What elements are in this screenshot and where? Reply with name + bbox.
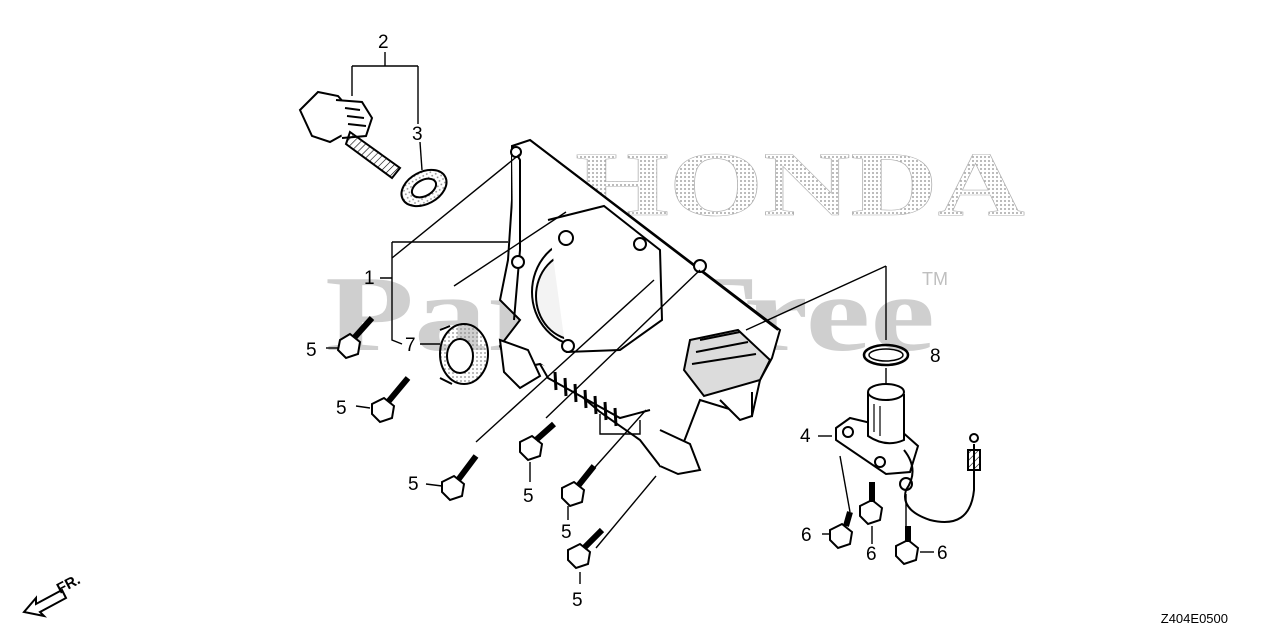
flange-bolt-5e bbox=[561, 464, 597, 508]
flange-bolt-5b bbox=[371, 376, 411, 424]
callout-5-d: 5 bbox=[523, 486, 534, 507]
callout-5-c: 5 bbox=[408, 474, 419, 495]
callout-5-f: 5 bbox=[572, 590, 583, 611]
callout-2: 2 bbox=[378, 32, 389, 53]
flange-bolt-5c bbox=[441, 454, 479, 502]
callout-5-a: 5 bbox=[306, 340, 317, 361]
callout-5-e: 5 bbox=[561, 522, 572, 543]
oil-level-switch-part bbox=[835, 383, 981, 523]
callout-labels: 1 2 3 4 5 5 5 5 5 5 6 6 6 7 8 bbox=[306, 32, 948, 611]
front-arrow-icon bbox=[22, 588, 68, 618]
callout-6-c: 6 bbox=[937, 543, 948, 564]
trademark-symbol: TM bbox=[922, 269, 948, 289]
flange-bolt-5d bbox=[519, 421, 556, 462]
flange-bolt-6a bbox=[829, 511, 854, 550]
diagram-code: Z404E0500 bbox=[1160, 611, 1228, 626]
flange-bolt-6c bbox=[895, 526, 920, 566]
callout-3: 3 bbox=[412, 124, 423, 145]
front-direction-indicator: FR. bbox=[22, 571, 83, 618]
callout-4: 4 bbox=[800, 426, 811, 447]
honda-watermark: HONDA bbox=[575, 133, 1026, 236]
oil-filler-cap-part bbox=[298, 90, 402, 180]
flange-bolt-5f bbox=[567, 527, 605, 570]
callout-6-b: 6 bbox=[866, 544, 877, 565]
oil-filler-washer-part bbox=[400, 168, 448, 208]
callout-6-a: 6 bbox=[801, 525, 812, 546]
callout-7: 7 bbox=[405, 335, 416, 356]
callout-1: 1 bbox=[364, 268, 375, 289]
flange-bolt-5a bbox=[336, 315, 375, 360]
flange-bolt-6b bbox=[859, 482, 884, 526]
case-cover-part bbox=[498, 138, 782, 476]
o-ring-part bbox=[862, 343, 910, 367]
leader-lines bbox=[326, 52, 934, 584]
oil-seal-part bbox=[439, 323, 489, 385]
callout-5-b: 5 bbox=[336, 398, 347, 419]
callout-8: 8 bbox=[930, 346, 941, 367]
honda-watermark-text: HONDA bbox=[575, 133, 1025, 235]
